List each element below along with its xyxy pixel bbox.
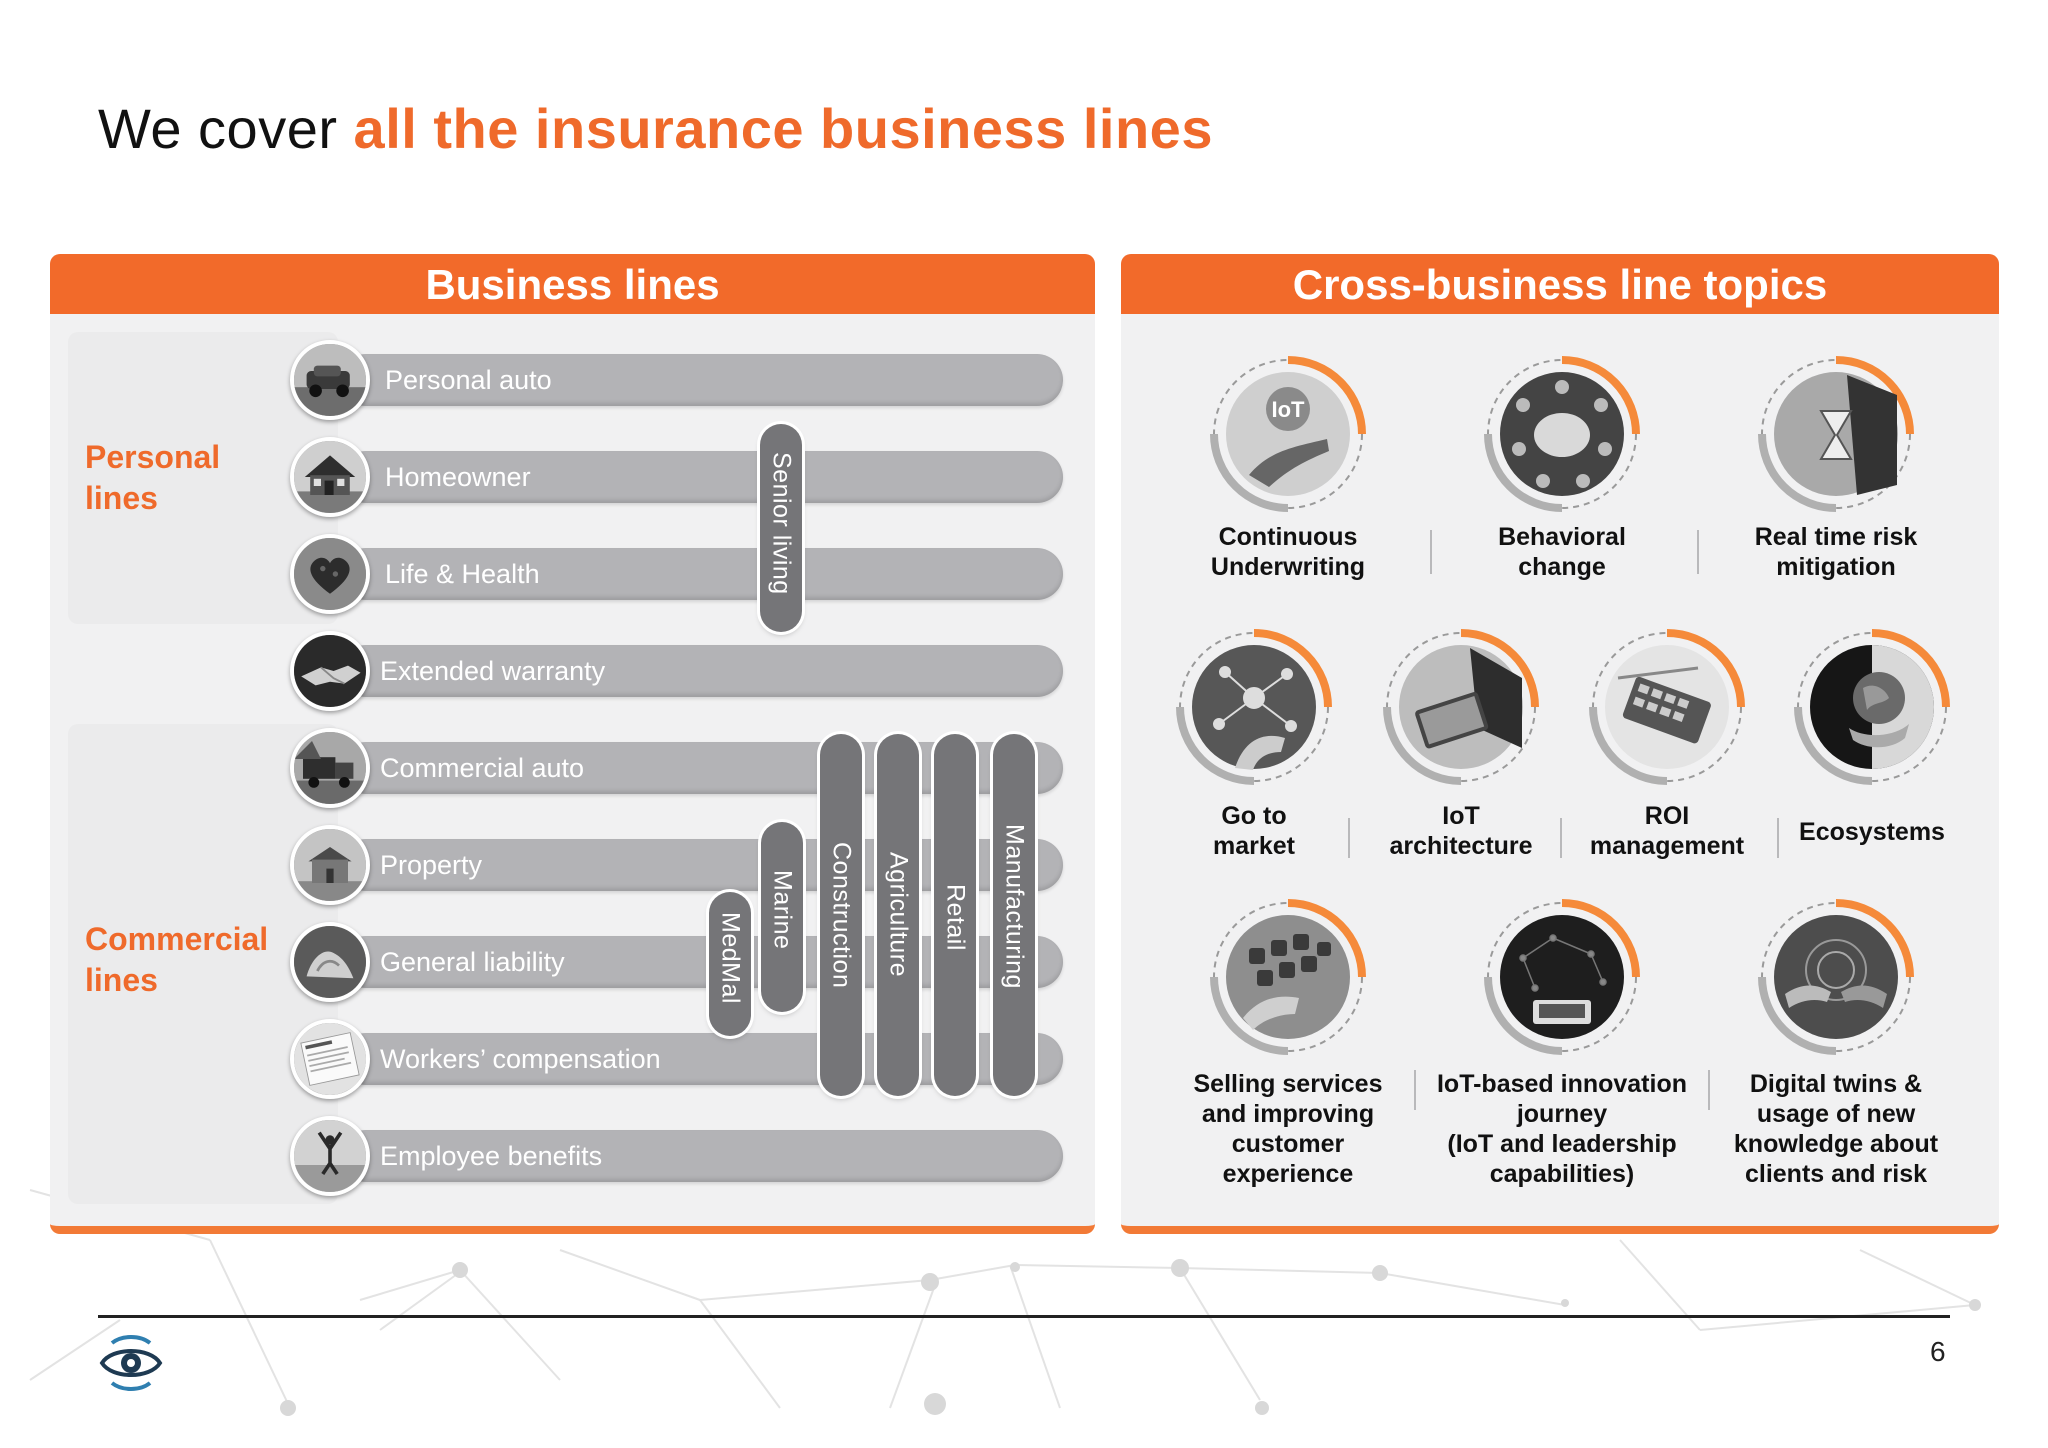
building-photo-icon [290,825,370,905]
business-lines-header: Business lines [50,254,1095,314]
laptop-person-icon [1484,899,1640,1055]
hands-photo-icon [290,922,370,1002]
eye-logo-icon [99,1335,163,1391]
iot-hand-icon: IoT [1210,356,1366,512]
calculator-icon [1589,629,1745,785]
business-line-label: Commercial auto [380,753,585,783]
business-line-bar [340,354,1063,406]
topic-separator [1560,818,1562,858]
vertical-medmal: MedMal [709,892,751,1036]
cross-business-header: Cross-business line topics [1121,254,1999,314]
globe-hand-icon [1794,629,1950,785]
network-hand-icon [1176,629,1332,785]
brain-icon [1484,356,1640,512]
vertical-marine: Marine [761,822,803,1012]
business-line-label: Property [380,850,483,880]
personal-lines-label: Personal lines [85,439,221,516]
topic-ecosystems: Ecosystems [1799,818,1945,846]
title-accent: all the insurance business lines [353,97,1213,160]
topic-separator [1348,818,1350,858]
heart-photo-icon [290,534,370,614]
commercial-lines-label: Commercial lines [85,921,269,998]
business-line-bar [340,548,1063,600]
digital-hands-icon [1758,899,1914,1055]
business-lines-panel: Business lines Personal lines Commercial… [50,254,1095,1234]
business-line-label: Life & Health [385,559,540,589]
vertical-retail: Retail [934,734,976,1096]
business-line-bar [340,645,1063,697]
vertical-agriculture: Agriculture [877,734,919,1096]
iot-badge-text: IoT [1272,397,1306,422]
business-line-bar [340,1130,1063,1182]
topic-separator [1430,530,1432,574]
house-photo-icon [290,437,370,517]
hourglass-icon [1758,356,1914,512]
business-line-row: Homeowner [50,437,1095,517]
business-line-label: Extended warranty [380,656,606,686]
phone-apps-icon [1210,899,1366,1055]
handshake-photo-icon [290,631,370,711]
vertical-manufacturing: Manufacturing [993,734,1035,1096]
vertical-construction: Construction [820,734,862,1096]
business-line-row: Employee benefits [50,1116,1095,1196]
truck-photo-icon [290,728,370,808]
vertical-senior-living: Senior living [760,424,802,632]
car-photo-icon [290,340,370,420]
business-line-label: Personal auto [385,365,552,395]
business-line-row: Extended warranty [50,631,1095,711]
topic-separator [1414,1070,1416,1110]
business-line-label: Employee benefits [380,1141,603,1171]
topic-separator [1777,818,1779,858]
business-line-row: Personal auto [50,340,1095,420]
business-line-label: Homeowner [385,462,531,492]
tablet-icon [1383,629,1539,785]
business-line-label: Workers’ compensation [380,1044,661,1074]
document-photo-icon [290,1019,370,1099]
page-title: We cover all the insurance business line… [98,96,1213,161]
topic-separator [1697,530,1699,574]
title-prefix: We cover [98,97,354,160]
topic-separator [1708,1070,1710,1110]
business-line-label: General liability [380,947,565,977]
page-number: 6 [1930,1336,1946,1367]
business-line-bar [340,451,1063,503]
footer-divider [98,1315,1950,1318]
yoga-photo-icon [290,1116,370,1196]
business-line-row: Life & Health [50,534,1095,614]
